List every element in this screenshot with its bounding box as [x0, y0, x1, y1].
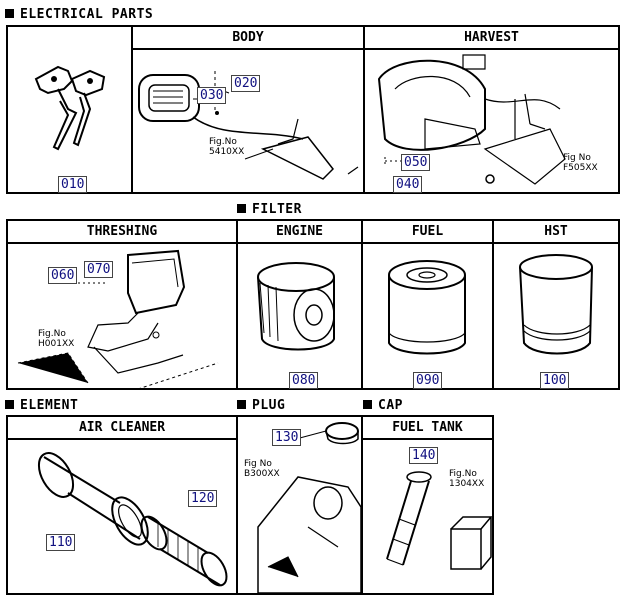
- part-number-100[interactable]: 100: [540, 372, 570, 389]
- engine-oil-filter-icon: [248, 253, 348, 363]
- figure-ref-fuel-tank: Fig.No 1304XX: [449, 469, 485, 489]
- panel-hst: HST 100: [492, 219, 620, 390]
- part-number-090[interactable]: 090: [413, 372, 443, 389]
- threshing-lamp-illustration: [8, 243, 236, 390]
- section-cap: CAP: [363, 398, 403, 413]
- panel-air-cleaner: AIR CLEANER 120 110: [6, 415, 238, 595]
- section-filter: FILTER: [237, 202, 302, 217]
- panel-title-air-cleaner: AIR CLEANER: [8, 417, 236, 440]
- figure-ref-threshing: Fig.No H001XX: [38, 329, 75, 349]
- part-number-050[interactable]: 050: [401, 154, 431, 171]
- part-number-120[interactable]: 120: [188, 490, 218, 507]
- part-number-110[interactable]: 110: [46, 534, 76, 551]
- panel-fuel: FUEL 090: [361, 219, 494, 390]
- panel-title-body: BODY: [133, 27, 363, 50]
- section-marker-icon: [5, 400, 14, 409]
- section-electrical-parts: ELECTRICAL PARTS: [5, 7, 153, 22]
- figure-ref-body: Fig.No 5410XX: [209, 137, 245, 157]
- hst-filter-icon: [510, 251, 602, 369]
- part-number-070[interactable]: 070: [84, 261, 114, 278]
- part-number-030[interactable]: 030: [197, 87, 227, 104]
- panel-fuel-tank: FUEL TANK 140 Fig.No 1304XX: [361, 415, 494, 595]
- figure-ref-plug: Fig No B300XX: [244, 459, 280, 479]
- part-number-140[interactable]: 140: [409, 447, 439, 464]
- panel-title-engine: ENGINE: [238, 221, 361, 244]
- section-marker-icon: [5, 9, 14, 18]
- panel-plug: 130 Fig No B300XX: [236, 415, 363, 595]
- fuel-filter-icon: [377, 253, 477, 365]
- section-element: ELEMENT: [5, 398, 78, 413]
- section-marker-icon: [237, 400, 246, 409]
- panel-title-fuel-tank: FUEL TANK: [363, 417, 492, 440]
- air-cleaner-elements-illustration: [8, 439, 236, 594]
- panel-engine: ENGINE 080: [236, 219, 363, 390]
- panel-key: 010: [6, 25, 133, 194]
- fuel-tank-strainer-illustration: [363, 439, 492, 594]
- part-number-130[interactable]: 130: [272, 429, 302, 446]
- part-number-040[interactable]: 040: [393, 176, 423, 193]
- section-marker-icon: [237, 204, 246, 213]
- part-number-080[interactable]: 080: [289, 372, 319, 389]
- part-number-020[interactable]: 020: [231, 75, 261, 92]
- section-plug: PLUG: [237, 398, 285, 413]
- figure-ref-harvest: Fig No F505XX: [563, 153, 598, 173]
- panel-title-harvest: HARVEST: [365, 27, 618, 50]
- panel-title-hst: HST: [494, 221, 618, 244]
- panel-body: BODY 020 030 Fig.No 5410XX: [131, 25, 365, 194]
- part-number-010[interactable]: 010: [58, 176, 88, 193]
- panel-threshing: THRESHING 060 070 Fig.No H001XX: [6, 219, 238, 390]
- panel-title-fuel: FUEL: [363, 221, 492, 244]
- section-marker-icon: [363, 400, 372, 409]
- panel-harvest: HARVEST 050 040 Fig No F505XX: [363, 25, 620, 194]
- harvest-lamp-illustration: [365, 49, 618, 194]
- body-switch-illustration: [133, 49, 363, 194]
- panel-title-threshing: THRESHING: [8, 221, 236, 244]
- part-number-060[interactable]: 060: [48, 267, 78, 284]
- key-icon: [28, 49, 118, 159]
